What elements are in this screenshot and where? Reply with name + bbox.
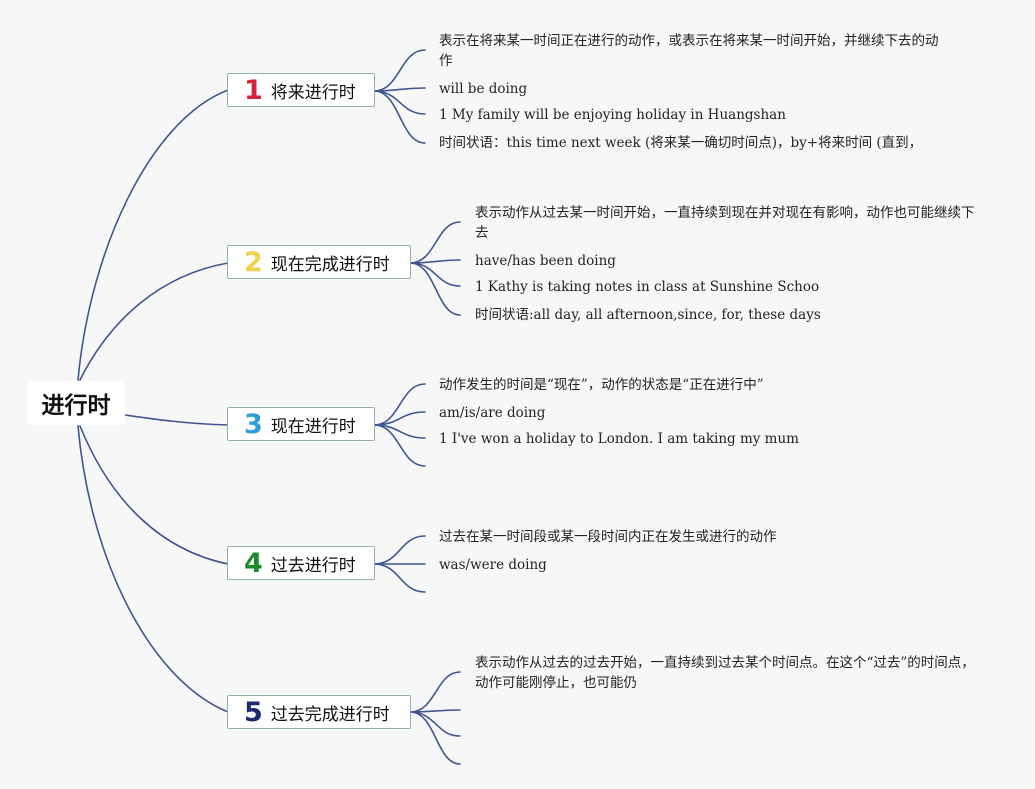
branch-2-leaf-2[interactable]: have/has been doing	[475, 253, 616, 269]
branch-4-number: 4	[244, 547, 263, 579]
branch-3-label: 现在进行时	[270, 416, 356, 437]
branch-5-label: 过去完成进行时	[270, 704, 390, 725]
branch-node-3[interactable]: 3 现在进行时	[227, 407, 375, 441]
branch-2-number: 2	[244, 246, 263, 278]
branch-4-leaf-2[interactable]: was/were doing	[439, 557, 547, 573]
branch-5-leaf-connectors	[409, 671, 461, 765]
branch-2-leaf-connectors	[409, 221, 461, 316]
connector-root-branch-4	[79, 425, 229, 565]
branch-5-leaf-1[interactable]: 表示动作从过去的过去开始，一直持续到过去某个时间点。在这个“过去”的时间点，动作…	[475, 655, 975, 691]
branch-1-leaf-2[interactable]: will be doing	[439, 81, 528, 97]
branch-1-leaf-4[interactable]: 时间状语：this time next week (将来某一确切时间点)，by+…	[439, 135, 923, 151]
branch-4-label: 过去进行时	[270, 555, 356, 576]
branch-3-leaf-1[interactable]: 动作发生的时间是“现在”，动作的状态是“正在进行中”	[439, 377, 764, 393]
branch-2-leaf-1[interactable]: 表示动作从过去某一时间开始，一直持续到现在并对现在有影响，动作也可能继续下去	[475, 205, 975, 241]
connector-root-branch-2	[79, 262, 229, 381]
root-node[interactable]: 进行时	[27, 381, 125, 425]
branch-1-leaf-connectors	[373, 49, 426, 144]
branch-1-number: 1	[244, 74, 263, 106]
root-label: 进行时	[41, 393, 111, 419]
branch-1-leaf-3[interactable]: 1 My family will be enjoying holiday in …	[439, 107, 786, 123]
branch-3-leaf-2[interactable]: am/is/are doing	[439, 405, 546, 421]
branch-node-2[interactable]: 2 现在完成进行时	[227, 245, 411, 279]
branch-node-5[interactable]: 5 过去完成进行时	[227, 695, 411, 729]
connector-root-branch-3	[124, 414, 229, 426]
branch-2-leaf-3[interactable]: 1 Kathy is taking notes in class at Suns…	[475, 279, 820, 295]
branch-1-label: 将来进行时	[270, 82, 356, 103]
branch-3-number: 3	[244, 408, 263, 440]
branch-2-label: 现在完成进行时	[270, 254, 390, 275]
connector-root-branch-5	[77, 425, 229, 713]
branch-2-leaf-4[interactable]: 时间状语:all day, all afternoon,since, for, …	[475, 307, 821, 323]
branch-node-4[interactable]: 4 过去进行时	[227, 546, 375, 580]
branch-4-leaf-1[interactable]: 过去在某一时间段或某一段时间内正在发生或进行的动作	[439, 529, 777, 545]
branch-1-leaf-1[interactable]: 表示在将来某一时间正在进行的动作，或表示在将来某一时间开始，并继续下去的动作	[439, 33, 939, 69]
branch-3-leaf-connectors	[373, 383, 426, 467]
branch-4-leaf-connectors	[373, 535, 426, 593]
branch-node-1[interactable]: 1 将来进行时	[227, 73, 375, 107]
branch-3-leaf-3[interactable]: 1 I've won a holiday to London. I am tak…	[439, 431, 799, 447]
connector-root-branch-1	[77, 89, 229, 381]
branch-5-number: 5	[244, 696, 263, 728]
